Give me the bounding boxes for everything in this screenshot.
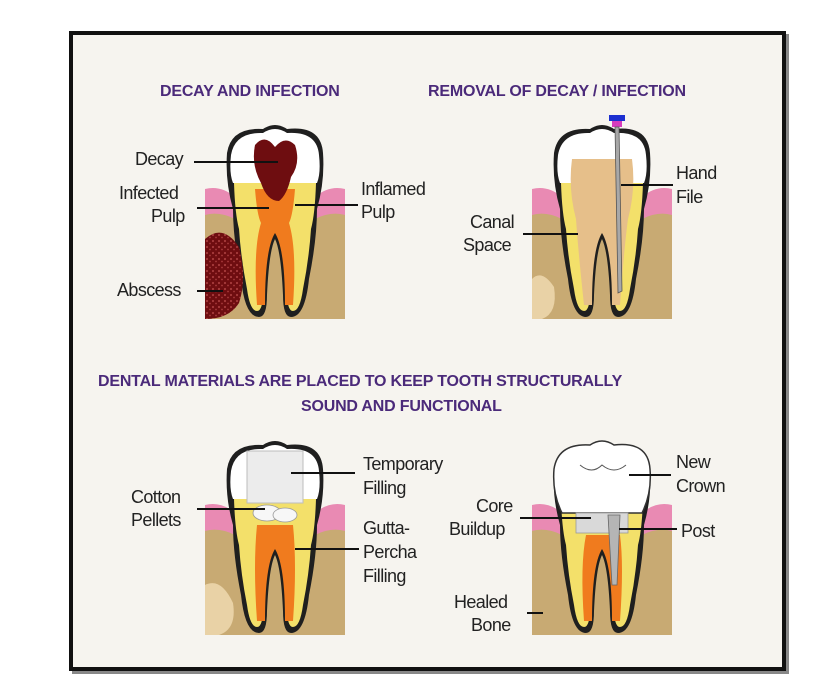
label-core-buildup-line2: Buildup <box>449 518 505 540</box>
diagram-frame: DECAY AND INFECTION REMOVAL OF DECAY / I… <box>69 31 786 671</box>
heading-materials-line2: SOUND AND FUNCTIONAL <box>301 398 502 416</box>
heading-removal: REMOVAL OF DECAY / INFECTION <box>428 83 686 101</box>
label-temporary-filling-line1: Temporary <box>363 453 443 475</box>
label-abscess: Abscess <box>117 279 181 301</box>
heading-decay-infection: DECAY AND INFECTION <box>160 83 340 101</box>
label-healed-bone-line2: Bone <box>471 614 511 636</box>
tooth-decay-infection <box>205 125 345 319</box>
label-infected-pulp-line2: Pulp <box>151 205 185 227</box>
tooth-crown-post <box>532 441 672 635</box>
label-core-buildup-line1: Core <box>476 495 513 517</box>
label-post: Post <box>681 520 715 542</box>
label-new-crown-line2: Crown <box>676 475 725 497</box>
cotton-pellet <box>273 508 297 522</box>
label-hand-file-line2: File <box>676 186 703 208</box>
label-new-crown-line1: New <box>676 451 710 473</box>
label-inflamed-pulp-line1: Inflamed <box>361 178 425 200</box>
label-cotton-pellets-line2: Pellets <box>131 509 181 531</box>
tooth-removal <box>532 115 672 319</box>
label-canal-space-line2: Space <box>463 234 511 256</box>
label-infected-pulp-line1: Infected <box>119 182 178 204</box>
label-gutta-percha-line2: Percha <box>363 541 416 563</box>
label-inflamed-pulp-line2: Pulp <box>361 201 395 223</box>
label-healed-bone-line1: Healed <box>454 591 507 613</box>
file-handle <box>609 115 625 121</box>
temporary-filling <box>247 451 303 503</box>
label-gutta-percha-line1: Gutta- <box>363 517 409 539</box>
label-gutta-percha-line3: Filling <box>363 565 406 587</box>
label-canal-space-line1: Canal <box>470 211 514 233</box>
heading-materials-line1: DENTAL MATERIALS ARE PLACED TO KEEP TOOT… <box>98 373 622 391</box>
new-crown <box>554 441 651 513</box>
tooth-illustrations <box>73 35 782 667</box>
label-temporary-filling-line2: Filling <box>363 477 406 499</box>
label-cotton-pellets-line1: Cotton <box>131 486 180 508</box>
label-decay: Decay <box>135 148 183 170</box>
label-hand-file-line1: Hand <box>676 162 717 184</box>
tooth-temporary-filling <box>205 441 345 635</box>
file-collar <box>612 121 622 127</box>
